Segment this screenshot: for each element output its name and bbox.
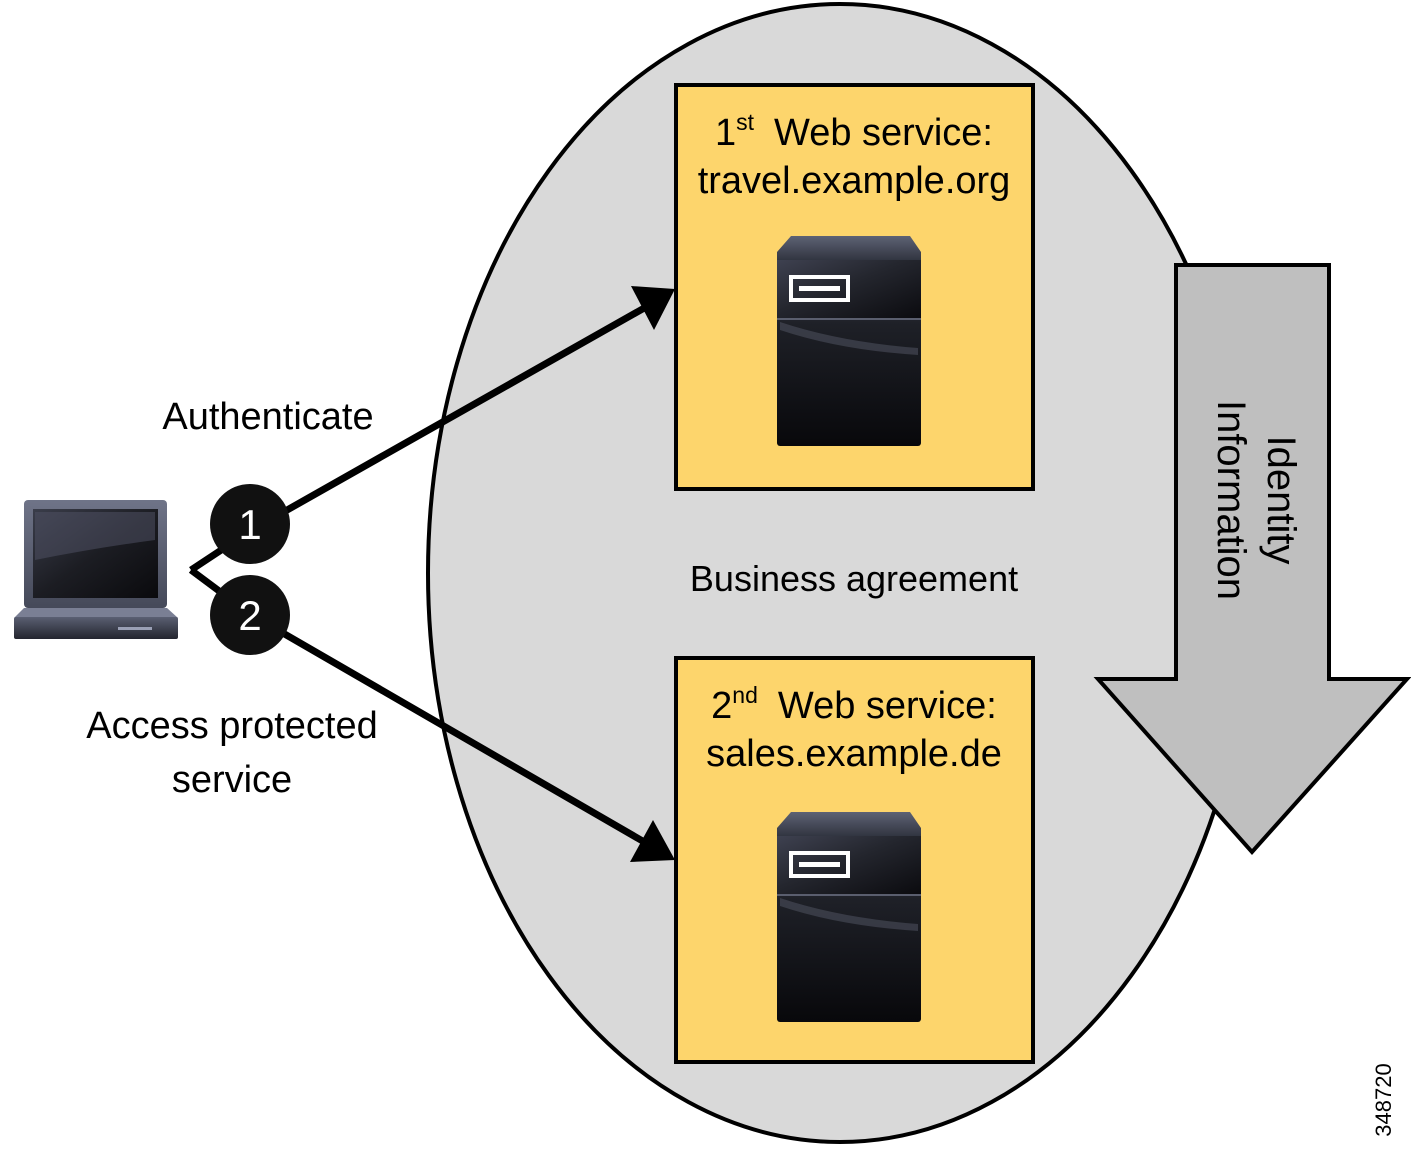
service-1-label: Web service: bbox=[774, 112, 993, 154]
service-1-heading: 1st Web service: bbox=[715, 109, 993, 154]
service-2-host: sales.example.de bbox=[706, 733, 1002, 775]
server-icon bbox=[777, 812, 921, 1022]
service-2-heading: 2nd Web service: bbox=[711, 682, 997, 727]
step-2-label-line1: Access protected bbox=[86, 705, 377, 747]
arrowhead-to-service-2 bbox=[630, 820, 675, 862]
identity-flow-arrow: Identity Information bbox=[1093, 263, 1411, 856]
server-icon bbox=[777, 236, 921, 446]
step-2-label-line2: service bbox=[172, 759, 292, 801]
service-2-ordinal: 2 bbox=[711, 685, 732, 727]
service-1-ordinal-suffix: st bbox=[736, 109, 755, 135]
service-2-ordinal-suffix: nd bbox=[732, 682, 758, 708]
service-1-host: travel.example.org bbox=[698, 160, 1011, 202]
laptop-icon bbox=[14, 500, 178, 639]
service-1-ordinal: 1 bbox=[715, 112, 736, 154]
figure-id: 348720 bbox=[1371, 1063, 1396, 1136]
service-2-label: Web service: bbox=[778, 685, 997, 727]
step-badge-1: 1 bbox=[210, 484, 290, 564]
arrowhead-to-service-1 bbox=[631, 286, 675, 330]
flow-arrow-label-line2: Information bbox=[1209, 400, 1253, 600]
business-agreement-label: Business agreement bbox=[690, 558, 1018, 599]
step-1-label: Authenticate bbox=[162, 396, 373, 438]
step-badge-2: 2 bbox=[210, 575, 290, 655]
service-box-1: 1st Web service: travel.example.org bbox=[674, 83, 1035, 491]
step-1-number: 1 bbox=[238, 501, 261, 548]
service-box-2: 2nd Web service: sales.example.de bbox=[674, 656, 1035, 1064]
flow-arrow-label-line1: Identity bbox=[1259, 436, 1303, 565]
step-2-number: 2 bbox=[238, 592, 261, 639]
